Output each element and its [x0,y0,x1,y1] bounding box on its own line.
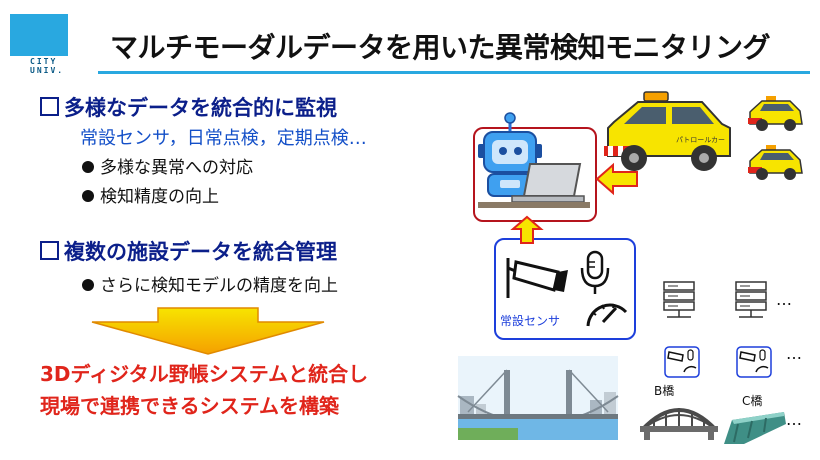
ellipsis-servers: … [776,290,793,309]
section1-bullet-1: 多様な異常への対応 [82,153,253,178]
section2-bullet-1: さらに検知モデルの精度を向上 [82,271,338,296]
sensor-box [494,238,636,340]
bridge-c-label: C橋 [742,394,763,408]
section1-bullet-1-text: 多様な異常への対応 [100,158,253,178]
sensor-label: 常設センサ [500,314,561,328]
camera-icon [506,258,568,298]
bullet-icon [82,190,94,202]
section2-bullet-1-text: さらに検知モデルの精度を向上 [100,276,338,296]
bridge-a-icon [457,356,619,440]
page-title: マルチモーダルデータを用いた異常検知モニタリング [110,31,771,64]
patrol-car-small-icon [748,145,803,180]
logo-mark [10,14,68,56]
section1-bullet-2-text: 検知精度の向上 [100,187,219,207]
sensor-icons [506,250,628,327]
section1-bullet-2: 検知精度の向上 [82,182,219,207]
logo-text-line2: UNIV. [30,66,65,75]
down-arrow-icon [91,307,325,355]
patrol-car-text: パトロールカー [676,136,725,144]
conclusion-line1: 3Dディジタル野帳システムと統合し [40,362,369,386]
robot-pc-illustration [478,112,590,208]
server-icon [663,281,695,318]
logo-text-line1: CITY [30,57,58,66]
left-arrow-icon [595,162,638,196]
ellipsis-bridges: … [786,410,803,429]
section1-heading-text: 多様なデータを統合的に監視 [64,96,337,120]
bullet-icon [82,279,94,291]
gauge-icon [586,303,628,327]
mini-sensor-box-icon [736,346,772,378]
up-arrow-icon [510,215,544,244]
bridge-b-label: B橋 [654,384,675,398]
section2-heading-text: 複数の施設データを統合管理 [64,240,337,264]
bridge-c-icon [724,412,786,444]
bridge-b-icon [640,396,718,440]
bullet-icon [82,161,94,173]
conclusion-line2: 現場で連携できるシステムを構築 [40,394,339,418]
checkbox-icon [40,97,59,116]
title-underline [98,71,810,74]
microphone-icon [580,250,610,294]
checkbox-icon [40,241,59,260]
server-icon [735,281,767,318]
logo-text: CITY UNIV. [30,57,64,75]
ellipsis-sensors: … [786,344,803,363]
patrol-car-icon: パトロールカー [604,91,731,171]
section1-sub: 常設センサ，日常点検，定期点検… [80,128,367,149]
mini-sensor-box-icon [664,346,700,378]
section2-heading: 複数の施設データを統合管理 [40,236,337,266]
patrol-car-small-icon [748,96,803,131]
section1-heading: 多様なデータを統合的に監視 [40,92,337,122]
